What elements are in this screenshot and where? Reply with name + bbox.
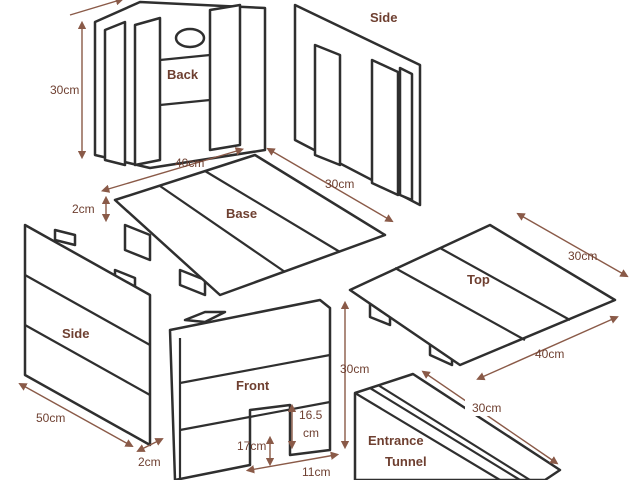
- tunnel-label-line2: Tunnel: [385, 454, 427, 469]
- door-height-dim-1: 16.5: [299, 408, 323, 422]
- base-panel: Base: [113, 153, 387, 297]
- side-thickness-dim: 2cm: [138, 455, 161, 469]
- side-top-label: Side: [370, 10, 397, 25]
- door-width-dim: 11cm: [302, 465, 330, 479]
- base-label: Base: [226, 206, 257, 221]
- back-height-dim: 30cm: [50, 83, 79, 97]
- side-width-dim: 50cm: [36, 411, 65, 425]
- tunnel-length-dim: 30cm: [472, 401, 501, 415]
- top-panel: Top: [348, 223, 617, 367]
- entrance-tunnel: Entrance Tunnel: [353, 372, 562, 480]
- entrance-hole: [174, 27, 206, 49]
- back-panel: Back: [93, 0, 267, 170]
- door-height-dim-2: cm: [303, 426, 319, 440]
- back-label: Back: [167, 67, 199, 82]
- base-feet-dim: 2cm: [72, 202, 95, 216]
- front-height-dim: 30cm: [340, 362, 369, 376]
- base-width-dim: 40cm: [175, 156, 204, 170]
- base-depth-dim: 30cm: [325, 177, 354, 191]
- top-width-dim: 40cm: [535, 347, 564, 361]
- side-left-label: Side: [62, 326, 89, 341]
- front-label: Front: [236, 378, 270, 393]
- front-panel: Front: [168, 298, 332, 480]
- door-offset-dim: 17cm: [237, 439, 266, 453]
- top-depth-dim: 30cm: [568, 249, 597, 263]
- tunnel-label-line1: Entrance: [368, 433, 424, 448]
- top-label: Top: [467, 272, 490, 287]
